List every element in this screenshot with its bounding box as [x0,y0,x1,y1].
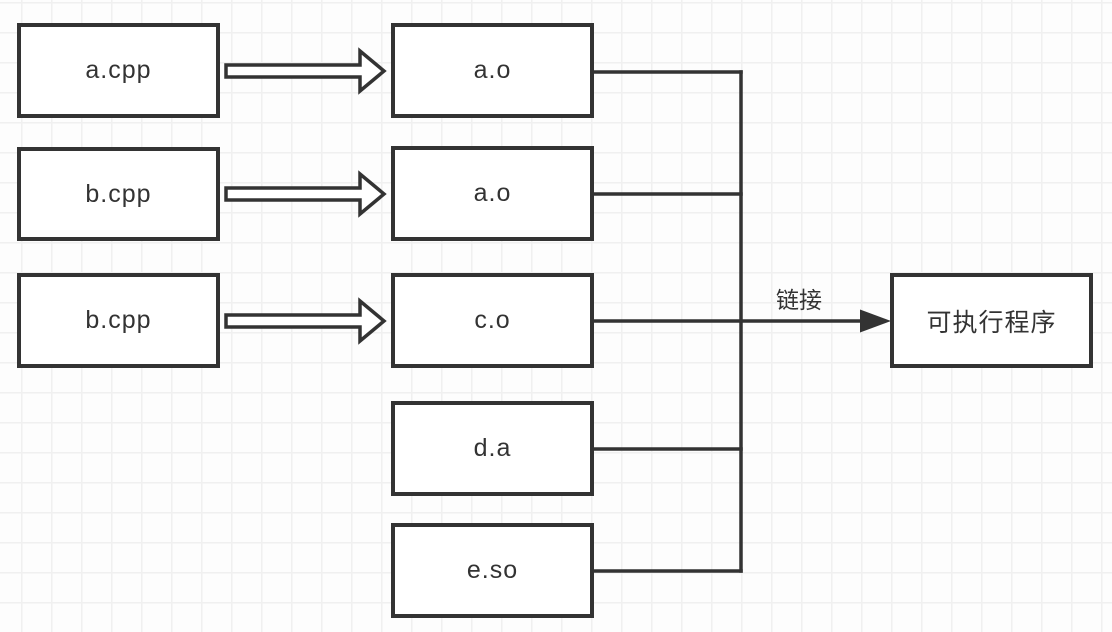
node-object-file: a.o [391,146,594,241]
link-arrow-label: 链接 [776,287,822,313]
node-object-file: a.o [391,23,594,118]
node-static-library: d.a [391,401,594,496]
node-shared-library: e.so [391,523,594,618]
node-source-file: b.cpp [17,273,220,368]
node-source-file: b.cpp [17,147,220,241]
compile-arrow-icon [224,297,387,345]
arrowhead-icon [860,309,891,333]
compile-arrow-icon [224,170,387,218]
node-object-file: c.o [391,273,594,368]
link-arrow [591,309,891,333]
node-executable: 可执行程序 [890,273,1093,368]
compile-arrow-icon [224,47,387,95]
node-source-file: a.cpp [17,23,220,118]
